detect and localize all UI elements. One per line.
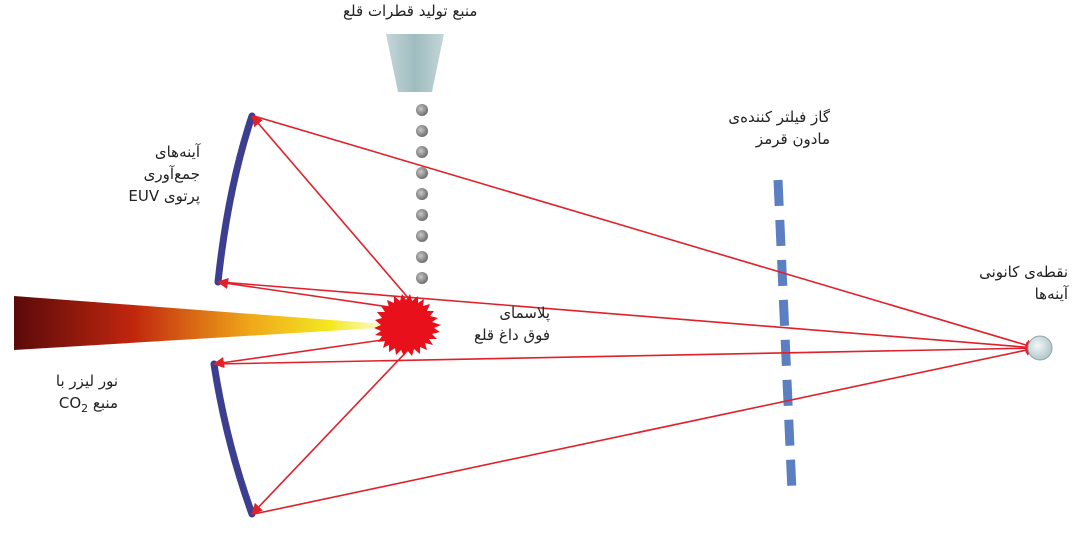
tin-plasma-burst — [374, 294, 441, 356]
tin-droplet — [416, 104, 428, 116]
plasma-line-1: پلاسمای — [499, 304, 550, 322]
ir-filter-gas-line-2: مادون قرمز — [755, 130, 830, 148]
ir-filter-gas-curtain — [773, 179, 797, 493]
droplet-source-label: منبع تولید قطرات قلع — [343, 2, 478, 20]
ray — [216, 277, 411, 311]
lower-collector-mirror — [210, 360, 256, 518]
ray — [219, 281, 1038, 353]
tin-droplet — [416, 146, 428, 158]
ray — [253, 344, 1038, 515]
collector-mirrors-line-3: پرتوی EUV — [128, 187, 200, 205]
co2-laser-label: نور لیزر با منبع CO2 — [10, 370, 118, 420]
ray — [212, 335, 411, 369]
collector-mirrors-line-1: آینه‌های — [154, 143, 200, 161]
focal-point-label: نقطه‌ی کانونی آینه‌ها — [960, 261, 1068, 305]
tin-droplet — [416, 167, 428, 179]
ray — [253, 115, 1038, 351]
tin-droplet — [416, 251, 428, 263]
tin-droplet — [416, 188, 428, 200]
mirror-focal-point — [1027, 335, 1053, 361]
ir-filter-gas-label: گاز فیلتر کننده‌ی مادون قرمز — [690, 106, 830, 150]
tin-droplets — [416, 104, 428, 284]
co2-formula: CO2 — [58, 394, 89, 415]
co2-laser-beam — [14, 296, 410, 350]
collector-mirrors-label: آینه‌های جمع‌آوری پرتوی EUV — [100, 141, 200, 207]
plasma-line-2: فوق داغ قلع — [473, 326, 550, 344]
co2-laser-line-1: نور لیزر با — [55, 372, 118, 390]
co2-laser-line-2: منبع CO2 — [10, 392, 118, 420]
collector-mirrors-line-2: جمع‌آوری — [143, 165, 200, 183]
ray — [251, 115, 411, 301]
co2-laser-source-word: منبع — [92, 394, 118, 412]
tin-droplet — [416, 230, 428, 242]
focal-point-line-1: نقطه‌ی کانونی — [979, 263, 1068, 281]
tin-droplet — [416, 125, 428, 137]
plasma-label: پلاسمای فوق داغ قلع — [440, 302, 550, 346]
light-rays — [212, 115, 1038, 515]
upper-collector-mirror — [214, 112, 256, 286]
ray — [215, 342, 1038, 365]
tin-droplet — [416, 272, 428, 284]
tin-droplet-nozzle — [386, 34, 444, 92]
focal-point-line-2: آینه‌ها — [1034, 285, 1068, 303]
tin-droplet — [416, 209, 428, 221]
ray — [251, 347, 411, 515]
ir-filter-gas-line-1: گاز فیلتر کننده‌ی — [728, 108, 830, 126]
